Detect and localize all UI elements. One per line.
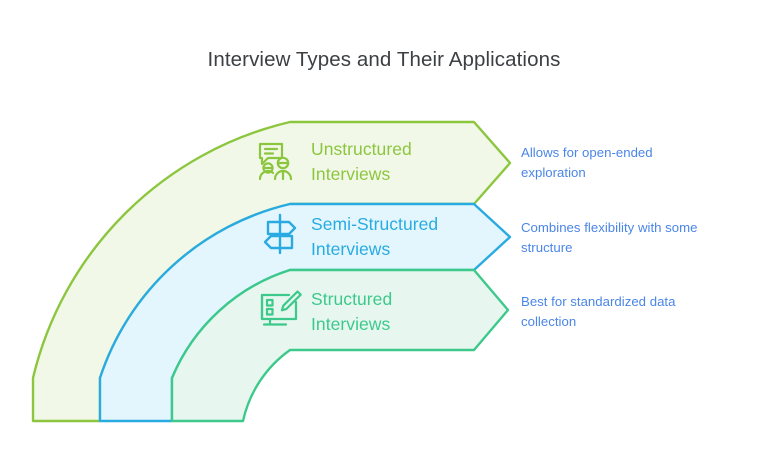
band-label-structured: Structured Interviews xyxy=(311,289,393,334)
page-title: Interview Types and Their Applications xyxy=(207,48,561,71)
description-structured: Best for standardized data collection xyxy=(521,294,676,329)
description-unstructured: Allows for open-ended exploration xyxy=(521,145,653,180)
band-label-semi-structured: Semi-Structured Interviews xyxy=(311,214,439,259)
description-semi-structured: Combines flexibility with some structure xyxy=(521,220,698,255)
monitor-form-pencil-icon xyxy=(256,286,304,339)
band-shape-structured[interactable] xyxy=(170,268,510,423)
speech-bubble-people-icon xyxy=(252,138,300,191)
band-label-unstructured: Unstructured Interviews xyxy=(311,139,412,184)
signpost-icon xyxy=(256,210,304,263)
